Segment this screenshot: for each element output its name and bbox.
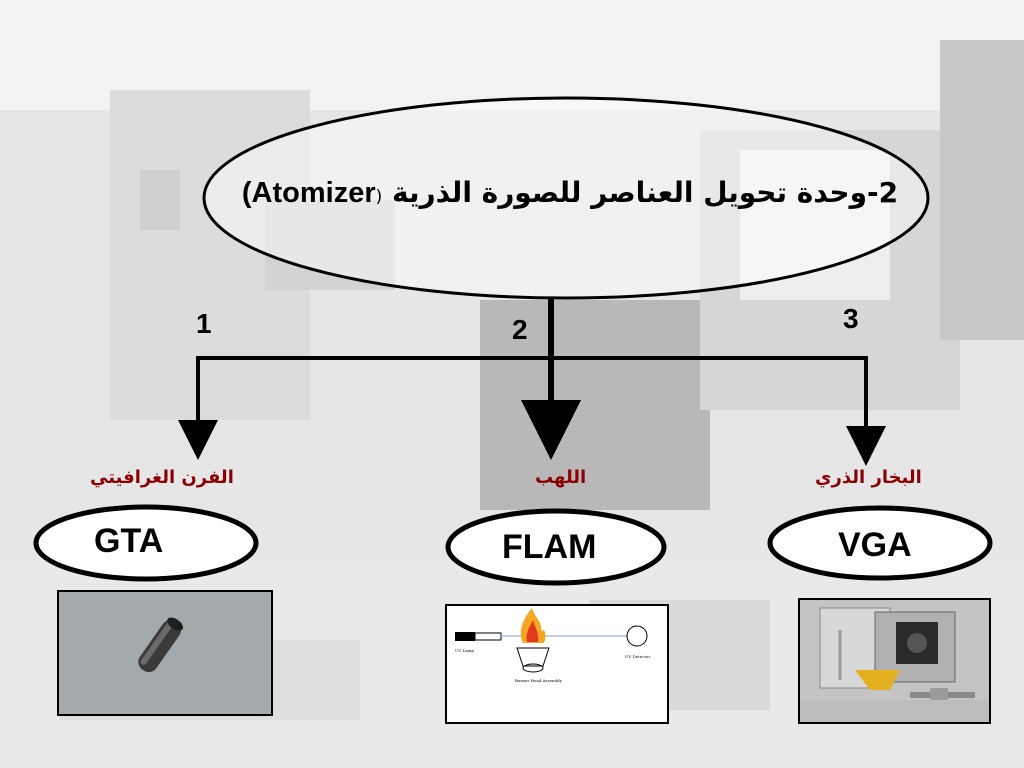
vga-apparatus-image xyxy=(800,600,989,722)
gta-label: GTA xyxy=(94,522,164,560)
label-graphite-furnace: الفرن الغرافيتي xyxy=(90,467,234,488)
graphite-tube-photo xyxy=(57,590,273,716)
uv-lamp-label: UV Lamp xyxy=(455,648,474,653)
gta-oval xyxy=(33,504,259,582)
branch-number-3: 3 xyxy=(843,303,859,334)
vga-apparatus-photo xyxy=(798,598,991,724)
title-oval xyxy=(202,96,930,300)
title-close-paren: ) xyxy=(241,177,252,209)
flam-label: FLAM xyxy=(502,528,597,566)
vga-label: VGA xyxy=(838,526,912,564)
branch-number-2: 2 xyxy=(512,314,528,345)
title-arabic: 2-وحدة تحويل العناصر للصورة الذرية xyxy=(392,176,899,209)
branch-number-1: 1 xyxy=(196,308,212,339)
graphite-tube-image xyxy=(59,592,271,714)
label-flame: اللهب xyxy=(535,467,587,488)
title-open-paren: ( xyxy=(375,187,383,207)
vga-oval xyxy=(767,505,993,581)
flame-schematic-drawing: UV Lamp UV Detector Burner Head Assembly xyxy=(455,608,650,683)
burner-head-label: Burner Head Assembly xyxy=(515,678,563,683)
flam-oval xyxy=(445,508,667,586)
diagram-title: 2-وحدة تحويل العناصر للصورة الذرية (Atom… xyxy=(205,176,935,210)
flame-schematic: UV Lamp UV Detector Burner Head Assembly xyxy=(445,604,669,724)
title-english: Atomizer xyxy=(251,177,376,209)
label-vapor: البخار الذري xyxy=(815,467,922,488)
uv-detector-label: UV Detector xyxy=(625,654,650,659)
